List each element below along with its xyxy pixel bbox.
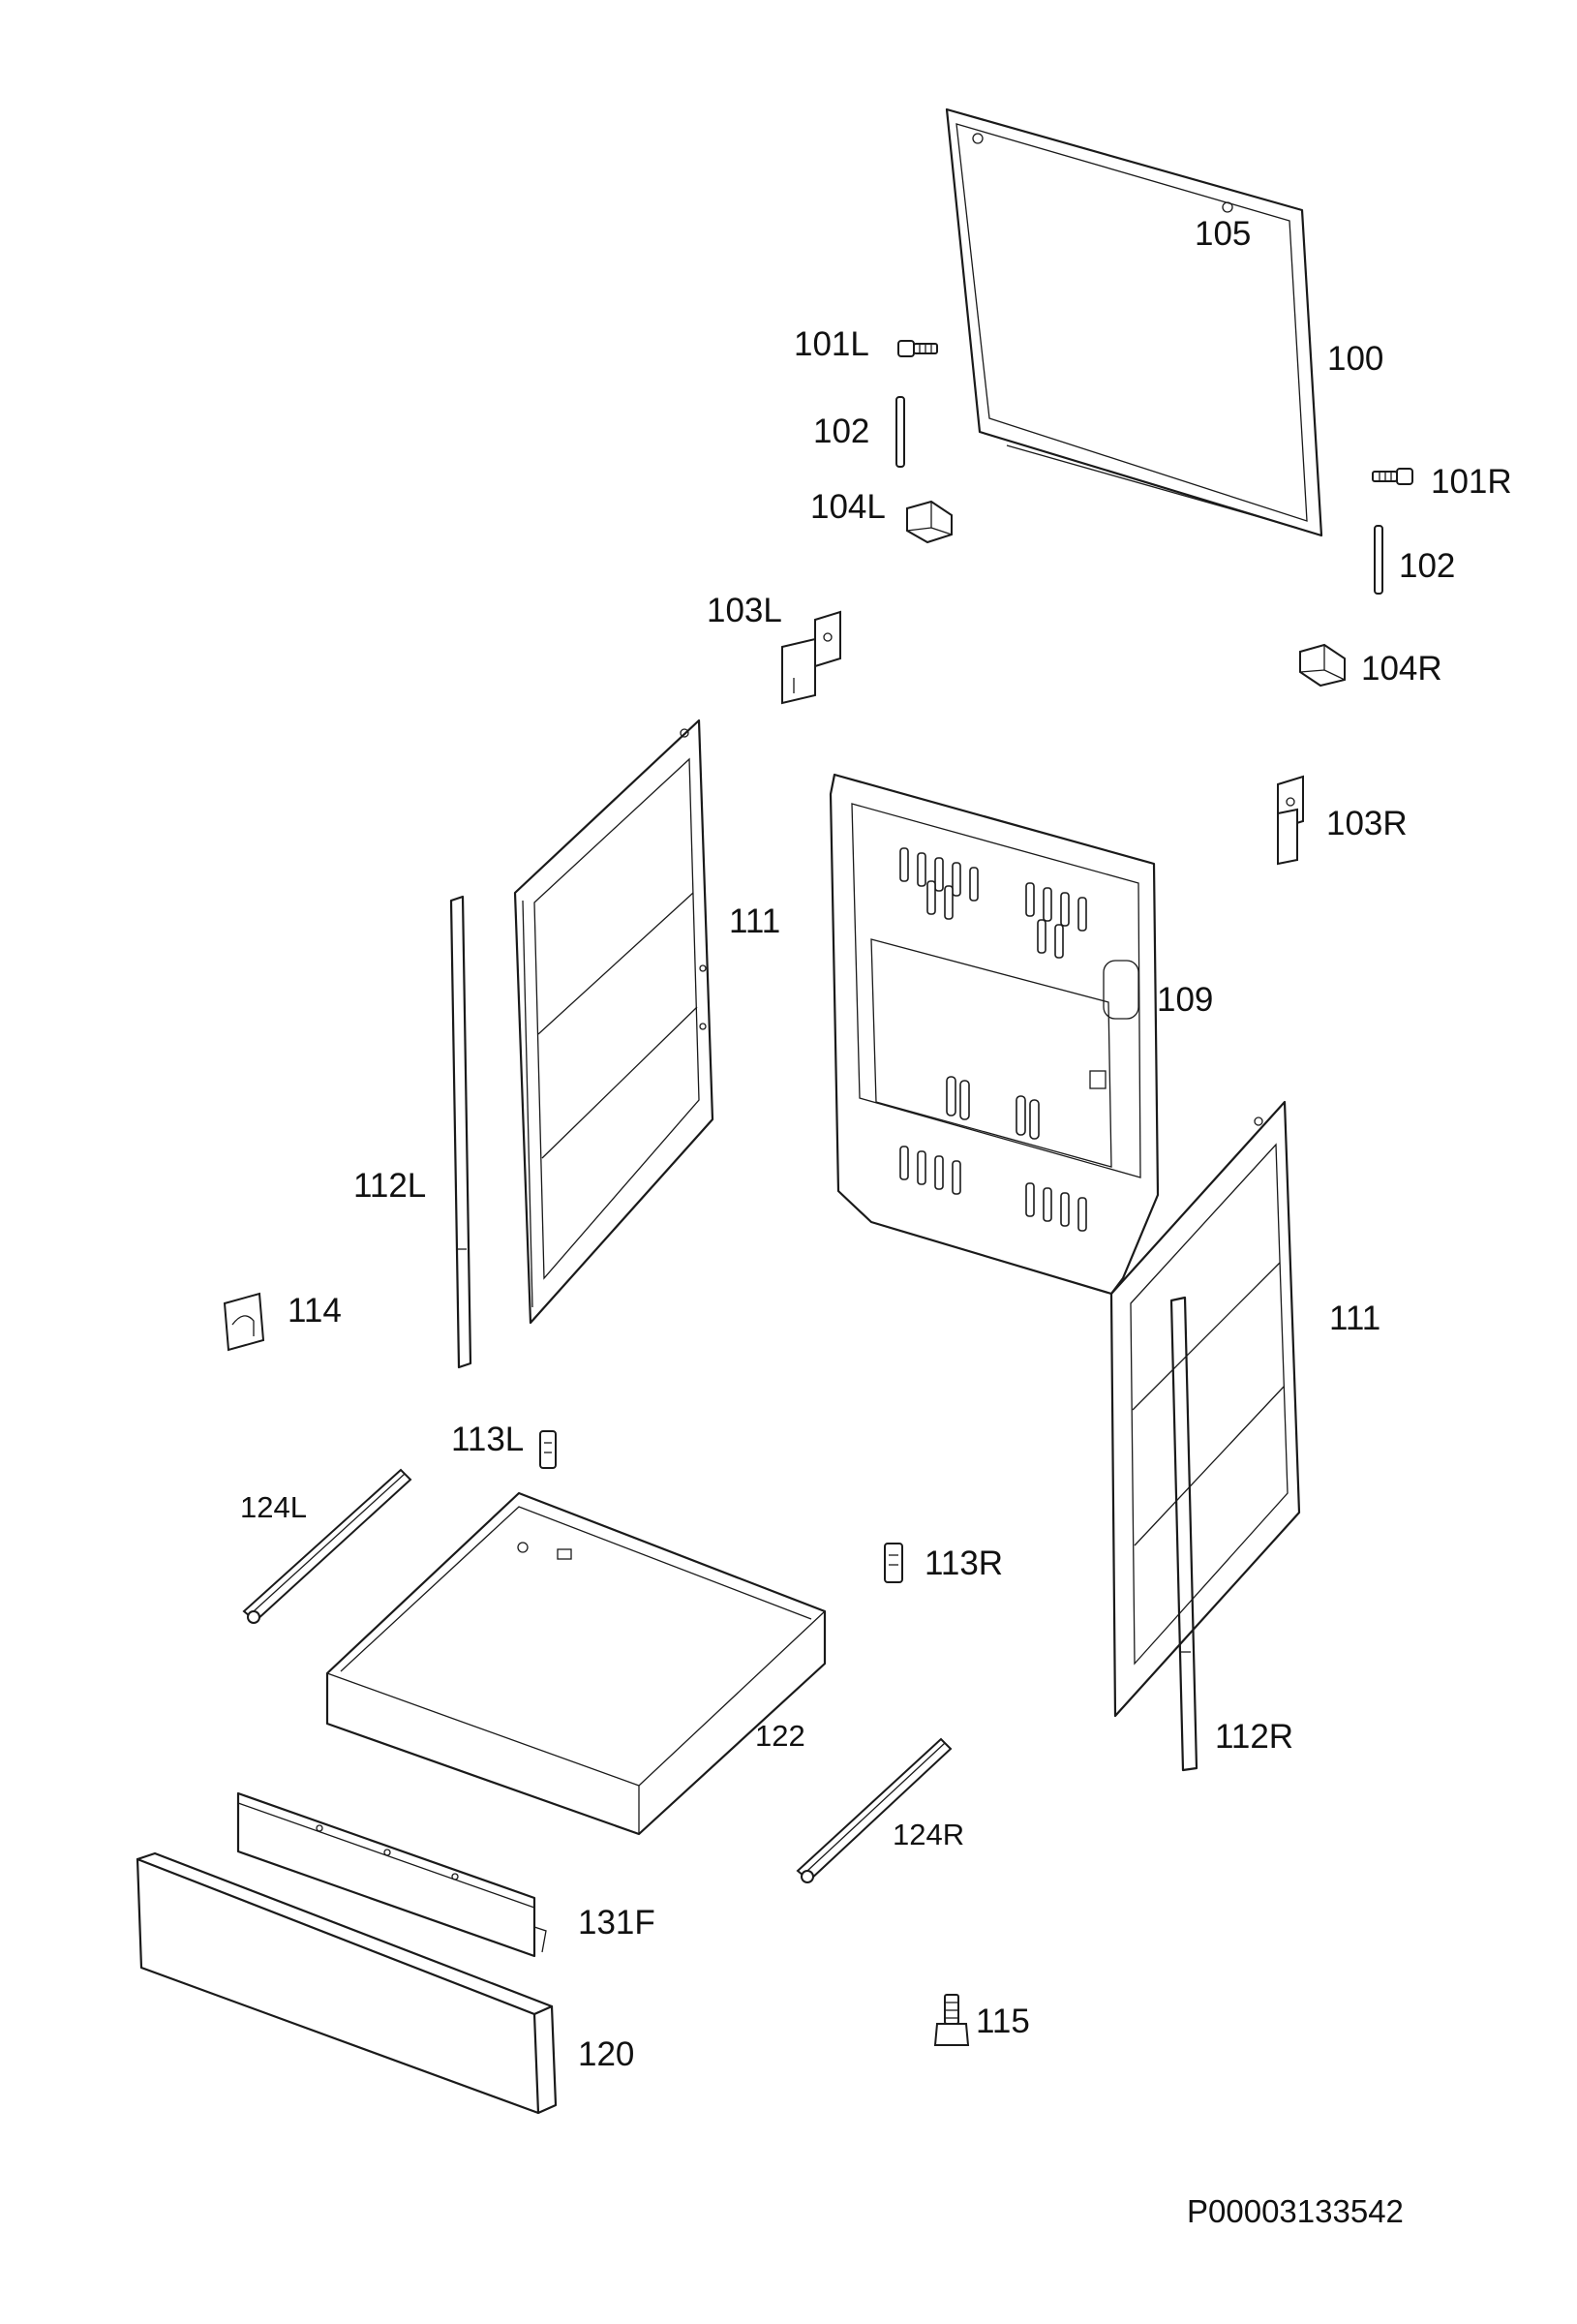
part-102-rod-left	[895, 396, 905, 468]
label-103L: 103L	[707, 592, 782, 629]
label-113L: 113L	[451, 1421, 524, 1458]
label-120: 120	[578, 2035, 634, 2073]
document-id: P00003133542	[1187, 2193, 1404, 2229]
label-122: 122	[755, 1719, 805, 1753]
label-105: 105	[1195, 215, 1251, 253]
part-113R-clip	[884, 1543, 903, 1583]
part-112L-strip	[449, 895, 472, 1369]
label-102-left: 102	[813, 413, 869, 450]
label-112L: 112L	[353, 1167, 426, 1205]
label-115: 115	[976, 2003, 1030, 2040]
part-120-drawer-front	[136, 1851, 558, 2115]
label-109: 109	[1157, 981, 1213, 1019]
label-102-right: 102	[1399, 547, 1455, 585]
part-100-lid-frame	[945, 107, 1323, 537]
label-124L: 124L	[240, 1490, 307, 1524]
part-114-bracket	[223, 1292, 265, 1352]
part-103L-bracket	[781, 610, 841, 705]
part-122-drawer-box	[325, 1491, 827, 1836]
part-103R-bracket	[1277, 775, 1304, 866]
part-113L-clip	[539, 1430, 557, 1469]
label-103R: 103R	[1326, 805, 1408, 842]
label-111-left: 111	[729, 902, 780, 940]
part-104L-hinge-block	[906, 500, 953, 544]
back-panel-vent-slots	[899, 847, 1087, 1232]
part-131F-inner-panel	[236, 1791, 547, 1958]
part-101R-screw	[1372, 468, 1413, 485]
label-101R: 101R	[1431, 463, 1512, 501]
label-104L: 104L	[810, 488, 886, 526]
label-131F: 131F	[578, 1904, 655, 1942]
part-124L-rail	[242, 1468, 412, 1624]
label-101L: 101L	[794, 325, 869, 363]
label-124R: 124R	[893, 1818, 964, 1851]
label-112R: 112R	[1215, 1718, 1293, 1756]
part-104R-hinge-block	[1299, 643, 1346, 688]
label-111-right: 111	[1329, 1300, 1380, 1337]
part-102-rod-right	[1374, 525, 1383, 595]
label-114: 114	[288, 1292, 342, 1330]
label-113R: 113R	[925, 1544, 1003, 1582]
label-100: 100	[1327, 340, 1383, 378]
part-111-side-frame-right	[1109, 1100, 1301, 1718]
part-124R-rail	[796, 1737, 953, 1883]
part-109-back-panel	[829, 773, 1160, 1296]
part-115-foot-bolt	[933, 1994, 970, 2046]
part-111-side-frame-left	[513, 719, 714, 1325]
part-112R-strip	[1169, 1296, 1198, 1772]
part-101L-screw	[897, 340, 938, 357]
label-104R: 104R	[1361, 650, 1442, 688]
